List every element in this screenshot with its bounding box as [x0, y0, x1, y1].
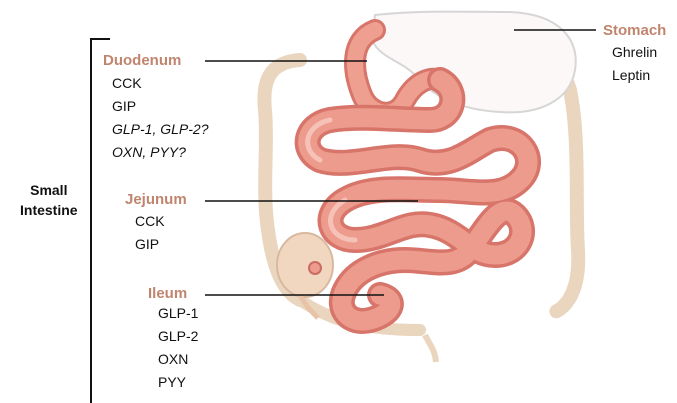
hormone-leptin: Leptin: [612, 64, 657, 87]
hormone-pyy: PYY: [158, 371, 198, 394]
hormone-ghrelin: Ghrelin: [612, 41, 657, 64]
hormone-cck: CCK: [112, 72, 209, 95]
small-intestine-bracket: [91, 39, 110, 403]
small-intestine-label-line2: Intestine: [20, 200, 78, 220]
hormone-oxn-pyy: OXN, PYY?: [112, 141, 209, 164]
hormone-gip: GIP: [112, 95, 209, 118]
hormone-glp2: GLP-2: [158, 325, 198, 348]
stomach-hormone-list: Ghrelin Leptin: [612, 41, 657, 87]
cecum: [277, 233, 333, 318]
ileum-hormone-list: GLP-1 GLP-2 OXN PYY: [158, 302, 198, 394]
hormone-cck: CCK: [135, 210, 165, 233]
hormone-glp1: GLP-1: [158, 302, 198, 325]
hormone-glp1-glp2: GLP-1, GLP-2?: [112, 118, 209, 141]
duodenum-heading: Duodenum: [103, 52, 181, 69]
stomach-heading: Stomach: [603, 22, 666, 39]
small-intestine-label: Small Intestine: [20, 180, 78, 220]
ileum-heading: Ileum: [148, 285, 187, 302]
hormone-oxn: OXN: [158, 348, 198, 371]
duodenum-hormone-list: CCK GIP GLP-1, GLP-2? OXN, PYY?: [112, 72, 209, 164]
jejunum-heading: Jejunum: [125, 191, 187, 208]
jejunum-hormone-list: CCK GIP: [135, 210, 165, 256]
small-intestine-label-line1: Small: [20, 180, 78, 200]
hormone-gip: GIP: [135, 233, 165, 256]
